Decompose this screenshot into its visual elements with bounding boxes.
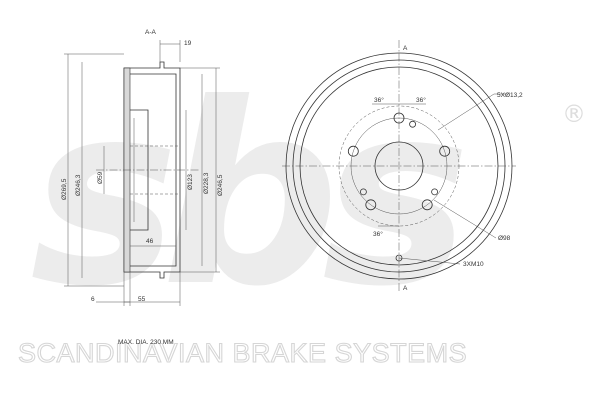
bolt-hole-callout: 5XØ13,2 — [497, 92, 523, 99]
wheel-bolt-hole — [393, 112, 405, 124]
thread-callout: 3XM10 — [463, 261, 484, 268]
drum-outer-circle — [285, 52, 513, 280]
section-marker-top: A — [403, 45, 408, 52]
angle-bottom-label: 36° — [373, 230, 383, 238]
max-diameter-note: MAX. DIA. 230 MM — [118, 339, 174, 346]
dim-pilot-diameter: Ø59 — [97, 171, 104, 184]
section-marker-bottom: A — [403, 285, 408, 292]
thread-hole — [409, 120, 417, 128]
angle-right-label: 36° — [416, 96, 426, 104]
wheel-bolt-hole — [439, 145, 451, 157]
wheel-bolt-hole — [365, 199, 377, 211]
thread-leader — [398, 257, 461, 265]
dim-flange-diameter: Ø246,3 — [75, 174, 82, 196]
bolt-circle-callout: Ø98 — [498, 235, 511, 242]
wheel-bolt-hole — [347, 145, 359, 157]
bolt-circle-line — [350, 117, 448, 215]
angle-left-label: 36° — [374, 96, 384, 104]
dim-outer-diameter: Ø269,5 — [61, 178, 68, 200]
section-label: A-A — [145, 29, 157, 36]
thread-holes — [359, 120, 439, 262]
dim-braking-diameter: Ø228,3 — [203, 172, 210, 194]
dim-depth-46: 46 — [146, 238, 154, 245]
dim-thickness-6: 6 — [91, 296, 95, 303]
drum-braking-circle — [299, 66, 499, 266]
thread-hole — [395, 254, 403, 262]
thread-hole — [431, 188, 439, 196]
dim-height-55: 55 — [138, 296, 146, 303]
thread-hole — [359, 188, 367, 196]
bolt-circle-leader — [433, 199, 497, 239]
section-view: A-A 19 Ø269,5 Ø246,3 Ø59 Ø123 Ø228 — [61, 29, 224, 346]
dim-hub-diameter: Ø123 — [187, 174, 194, 190]
sbs-logo-watermark: sbs — [30, 50, 463, 341]
wheel-bolt-holes — [347, 112, 451, 211]
dim-shoe-diameter: Ø246,5 — [217, 174, 224, 196]
front-view: A A 36° 36° 36° 5XØ13,2 Ø98 3XM10 — [282, 40, 523, 292]
registered-trademark-mark: ® — [562, 100, 586, 128]
bolt-hole-leader — [437, 93, 495, 131]
sbs-watermark: sbs ® SCANDINAVIAN BRAKE SYSTEMS — [17, 50, 586, 369]
wheel-bolt-hole — [421, 199, 433, 211]
dim-width-19: 19 — [184, 40, 192, 47]
hub-hidden-circle — [338, 105, 460, 227]
drum-inner-wall — [130, 73, 177, 267]
drum-flange-circle — [292, 59, 506, 273]
center-bore-circle — [374, 141, 424, 191]
company-name-watermark: SCANDINAVIAN BRAKE SYSTEMS — [18, 338, 467, 368]
